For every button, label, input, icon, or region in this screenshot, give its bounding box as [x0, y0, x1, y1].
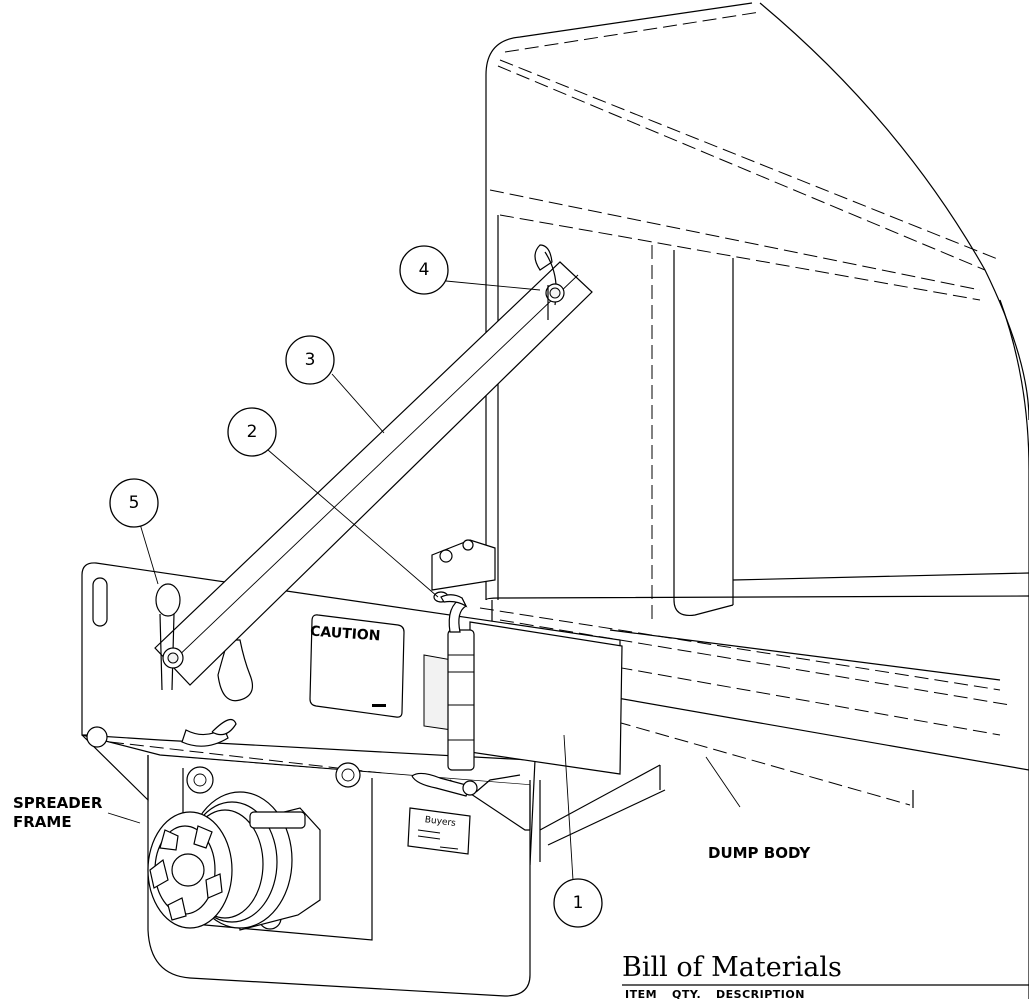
lower-pin: [155, 583, 184, 691]
bill-of-materials: Bill of Materials ITEM QTY. DESCRIPTION: [622, 952, 1029, 999]
bom-col-qty: QTY.: [672, 988, 701, 999]
hydraulic-motor: [147, 762, 361, 931]
bom-col-description: DESCRIPTION: [716, 988, 805, 999]
caution-decal: CAUTION: [309, 614, 405, 718]
balloon-4: 4: [399, 245, 449, 295]
balloon-3: 3: [285, 335, 335, 385]
spreader-frame-label-line2: FRAME: [13, 813, 72, 831]
dump-body: [479, 2, 1029, 999]
balloon-2-label: 2: [247, 422, 258, 442]
balloon-3-label: 3: [305, 350, 316, 370]
prop-arm: [154, 261, 593, 686]
hinge-assembly: [411, 539, 623, 797]
spreader-frame-label-line1: SPREADER: [13, 794, 103, 812]
balloon-2: 2: [227, 407, 277, 457]
balloon-1: 1: [553, 878, 603, 928]
balloon-5: 5: [109, 478, 159, 528]
balloon-5-label: 5: [129, 493, 140, 513]
balloon-1-label: 1: [573, 893, 584, 913]
nameplate-brand: Buyers: [424, 815, 456, 829]
caution-label: CAUTION: [310, 624, 381, 645]
bom-col-item: ITEM: [625, 988, 657, 999]
dump-body-label: DUMP BODY: [708, 844, 811, 862]
leader-lines: [107, 280, 741, 881]
upper-pin: [534, 244, 565, 320]
bom-title: Bill of Materials: [622, 952, 842, 983]
balloon-4-label: 4: [419, 260, 430, 280]
nameplate: Buyers: [407, 807, 471, 855]
